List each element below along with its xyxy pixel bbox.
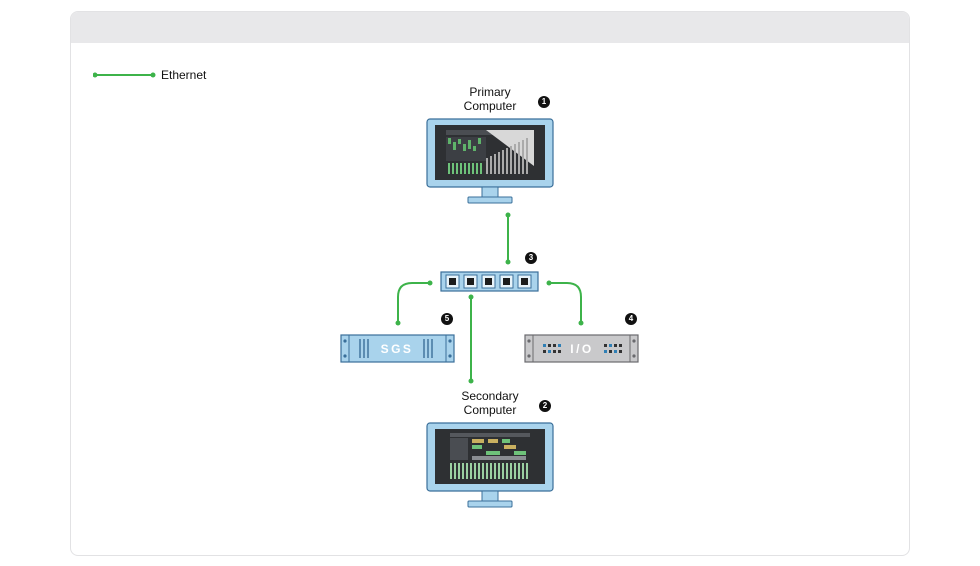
primary-computer-monitor-icon xyxy=(426,118,554,204)
secondary-computer-monitor-icon xyxy=(426,422,554,508)
badge-3: 3 xyxy=(525,252,537,264)
sgs-label: SGS xyxy=(381,342,414,356)
card-header xyxy=(71,12,909,43)
badge-5: 5 xyxy=(441,313,453,325)
primary-computer-label: Primary Computer xyxy=(463,85,517,113)
secondary-computer-label: Secondary Computer xyxy=(461,389,519,417)
network-switch-icon xyxy=(440,271,539,292)
badge-1: 1 xyxy=(538,96,550,108)
io-rack-unit-icon: I/O xyxy=(524,334,639,363)
io-label: I/O xyxy=(570,342,594,356)
daw-screen-content xyxy=(446,130,534,174)
mixer-screen-content xyxy=(450,433,530,479)
link-switch-sgs xyxy=(397,282,430,323)
link-switch-io xyxy=(549,282,582,323)
ethernet-legend-label: Ethernet xyxy=(161,68,207,82)
switch-ports xyxy=(445,274,532,289)
ethernet-lines xyxy=(397,215,582,381)
sgs-rack-unit-icon: SGS xyxy=(340,334,455,363)
badge-2: 2 xyxy=(539,400,551,412)
io-ports-right xyxy=(604,344,622,353)
badge-4: 4 xyxy=(625,313,637,325)
ethernet-legend-line xyxy=(93,72,156,78)
io-ports-left xyxy=(543,344,561,353)
